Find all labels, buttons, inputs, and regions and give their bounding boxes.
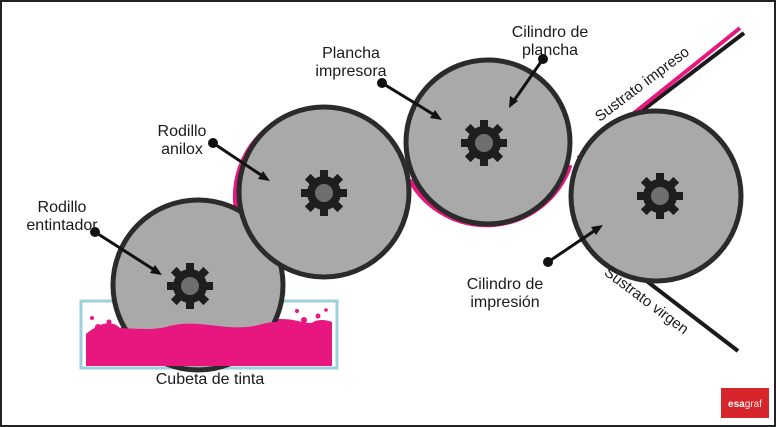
cilindro-plancha <box>403 57 573 227</box>
rodillo-anilox <box>236 104 412 280</box>
label-rodillo-entintador: Rodillo entintador <box>14 199 110 235</box>
label-plancha-impresora: Plancha impresora <box>305 45 397 81</box>
label-line: plancha <box>521 42 579 59</box>
label-line: entintador <box>26 217 98 234</box>
ink-wave <box>86 321 332 366</box>
cilindro-impresion <box>568 108 744 284</box>
label-line: Rodillo <box>37 199 87 216</box>
gear-icon <box>461 120 507 166</box>
logo-text-light: graf <box>744 399 762 410</box>
label-line: anilox <box>161 141 203 158</box>
label-cilindro-plancha: Cilindro de plancha <box>500 24 600 60</box>
label-line: impresión <box>470 294 540 311</box>
leader-lines <box>90 54 603 275</box>
gear-icon <box>167 263 213 309</box>
label-rodillo-anilox: Rodillo anilox <box>140 123 224 159</box>
label-line: Cilindro de <box>511 24 589 41</box>
label-line: Cilindro de <box>466 276 544 293</box>
label-cilindro-impresion: Cilindro de impresión <box>450 276 560 312</box>
label-line: Rodillo <box>157 123 207 140</box>
gear-icon <box>301 170 347 216</box>
label-line: Plancha <box>322 45 380 62</box>
gear-icon <box>637 173 683 219</box>
label-cubeta: Cubeta de tinta <box>155 371 265 388</box>
logo-text-bold: esa <box>728 399 745 410</box>
label-line: impresora <box>315 63 387 80</box>
